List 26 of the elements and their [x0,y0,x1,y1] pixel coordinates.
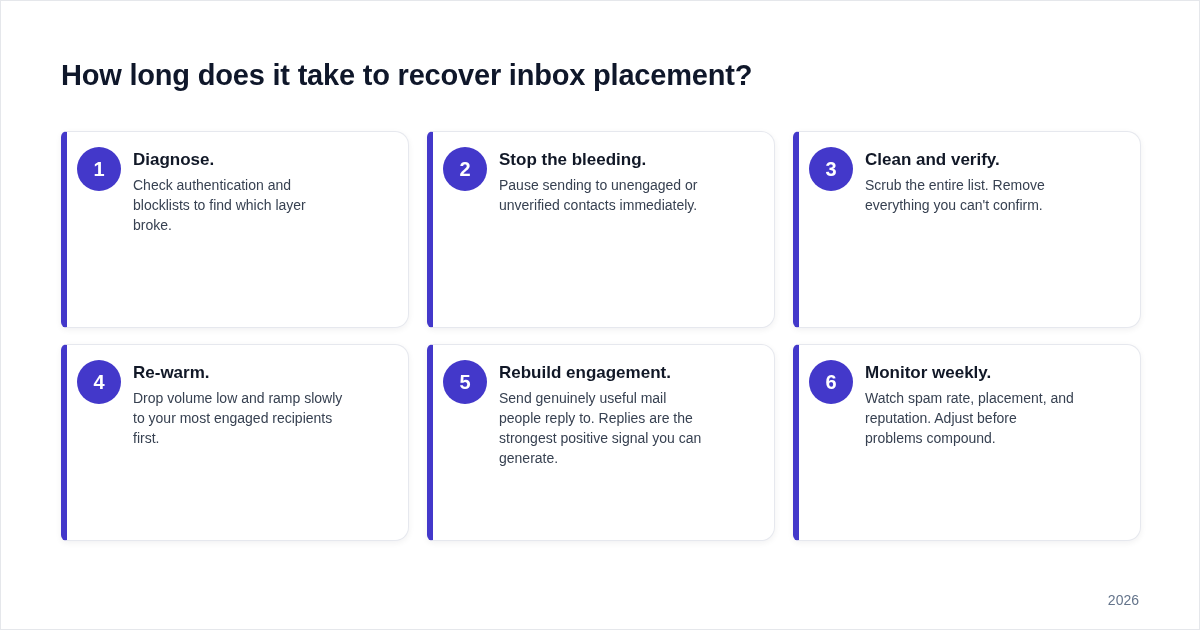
step-number-circle: 1 [77,147,121,191]
step-heading: Clean and verify. [865,150,1000,170]
step-heading: Stop the bleeding. [499,150,647,170]
step-card [61,131,409,328]
step-heading: Re-warm. [133,363,210,383]
step-number-circle: 4 [77,360,121,404]
step-description: Check authentication and blocklists to find which layer broke. [133,176,307,235]
step-number-circle: 3 [809,147,853,191]
step-card [61,344,409,541]
step-description: Watch spam rate, placement, and reputation. Adjust before problems compound. [865,389,1075,448]
step-card [793,131,1141,328]
step-description: Pause sending to unengaged or unverified contacts immediately. [499,176,699,215]
step-number-circle: 6 [809,360,853,404]
year-label: 2026 [1107,591,1139,609]
step-card [793,344,1141,541]
step-number-circle: 5 [443,360,487,404]
step-heading: Diagnose. [133,150,215,170]
step-heading: Rebuild engagement. [499,363,671,383]
title: How long does it take to recover inbox placement? [61,58,753,92]
step-card [427,131,775,328]
step-description: Drop volume low and ramp slowly to your most engaged recipients first. [133,389,344,448]
step-number-circle: 2 [443,147,487,191]
step-description: Send genuinely useful mail people reply to. Replies are the strongest positive signal you can generate. [499,389,703,468]
step-heading: Monitor weekly. [865,363,992,383]
step-card [427,344,775,541]
step-description: Scrub the entire list. Remove everything you can't confirm. [865,176,1046,215]
